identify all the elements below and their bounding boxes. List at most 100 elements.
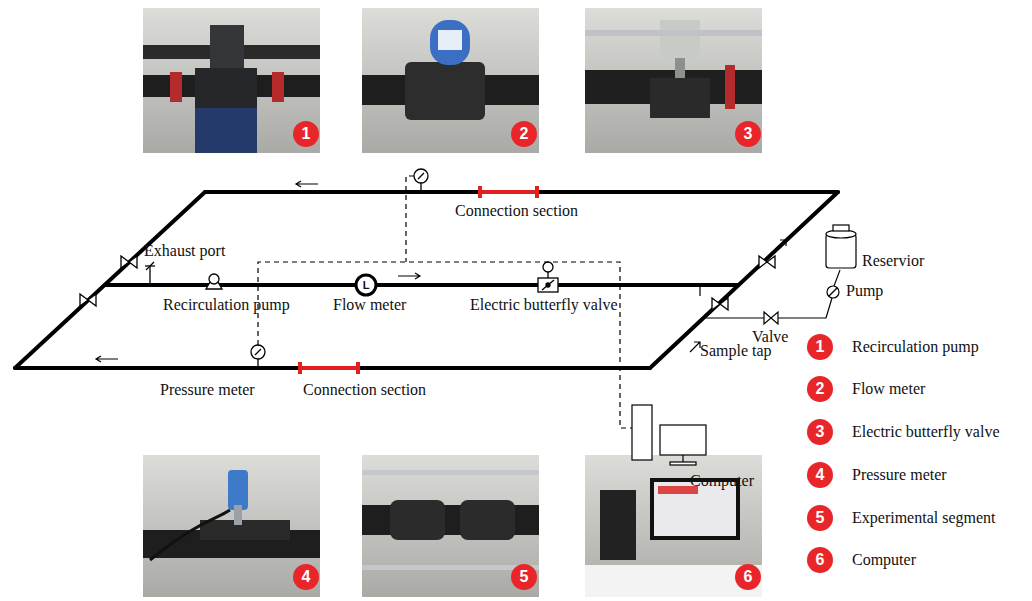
photo-electric-butterfly-valve (660, 20, 700, 60)
photo-flow-meter (362, 8, 539, 153)
symbol-letter: L (363, 279, 370, 291)
flow-arrow (776, 240, 786, 250)
callout-number: 4 (293, 564, 319, 590)
feed-line (834, 270, 840, 286)
part-label: Pressure meter (852, 466, 947, 484)
feed-line (706, 317, 764, 318)
photo-pressure-meter (234, 505, 242, 525)
part-label: Pump (846, 282, 883, 300)
part-label: Recirculation pump (852, 338, 979, 356)
recirculation-pump-symbol (209, 274, 219, 284)
photo-computer (585, 455, 762, 597)
pressure-gauge (251, 345, 265, 359)
manual-valve (759, 256, 775, 268)
signal-wire (406, 176, 414, 262)
photo-pressure-meter (143, 455, 320, 597)
exhaust-port (149, 266, 150, 285)
flow-arrow (398, 273, 420, 279)
photo-recirculation-pump (143, 8, 320, 153)
photo-flow-meter (438, 30, 462, 50)
callout-number: 6 (735, 564, 761, 590)
photo-electric-butterfly-valve (725, 65, 735, 109)
photo-pressure-meter (143, 455, 320, 597)
exhaust-port (145, 262, 155, 285)
computer-icon (670, 462, 696, 465)
photo-pressure-meter (228, 470, 248, 510)
part-label: Reservior (862, 252, 924, 270)
connection-section (300, 366, 358, 370)
photo-flow-meter (362, 8, 539, 153)
photo-computer (600, 490, 636, 560)
part-label: Recirculation pump (163, 296, 290, 314)
photo-recirculation-pump (143, 8, 320, 153)
photo-recirculation-pump (195, 68, 257, 108)
callout-number: 4 (807, 462, 833, 488)
reservoir (826, 234, 856, 268)
photo-experimental-segment (362, 470, 539, 475)
pipe-loop (205, 190, 838, 194)
photo-electric-butterfly-valve (675, 58, 685, 78)
photo-electric-butterfly-valve (650, 78, 710, 118)
callout-number: 2 (807, 376, 833, 402)
part-label: Sample tap (700, 342, 772, 360)
pressure-gauge (257, 359, 258, 368)
butterfly-valve-symbol (538, 278, 558, 292)
feed-pump (827, 286, 839, 298)
part-label: Flow meter (333, 296, 406, 314)
connection-section (298, 362, 302, 374)
pressure-gauge (420, 183, 421, 192)
photo-experimental-segment (362, 455, 539, 597)
callout-number: 2 (511, 121, 537, 147)
part-label: Computer (690, 472, 754, 490)
flow-meter-symbol (356, 275, 376, 295)
butterfly-valve-symbol (542, 280, 554, 290)
part-label: Exhaust port (144, 242, 225, 260)
feed-line (778, 298, 832, 318)
callout-number: 5 (511, 564, 537, 590)
callout-number: 3 (807, 419, 833, 445)
manual-valve (712, 298, 728, 310)
photo-pressure-meter (200, 520, 290, 540)
reservoir (826, 225, 856, 268)
computer-icon (682, 455, 683, 462)
photo-computer (654, 482, 736, 536)
photo-electric-butterfly-valve (585, 30, 762, 36)
flow-arrow (96, 356, 118, 362)
part-label: Pressure meter (160, 381, 255, 399)
signal-wire (258, 262, 632, 428)
photo-recirculation-pump (170, 72, 182, 102)
feed-valve (764, 312, 778, 324)
part-label: Connection section (303, 381, 426, 399)
pipe-loop (15, 366, 650, 370)
manual-valve (121, 256, 137, 268)
callout-number: 1 (807, 334, 833, 360)
feed-line (700, 285, 738, 296)
computer-icon (632, 405, 706, 465)
part-label: Connection section (455, 202, 578, 220)
photo-flow-meter (430, 20, 470, 65)
part-label: Computer (852, 551, 916, 569)
part-label: Electric butterfly valve (470, 296, 617, 314)
pressure-gauge (414, 169, 428, 183)
recirculation-pump-symbol (206, 275, 222, 289)
photo-flow-meter (405, 62, 485, 120)
callout-number: 3 (735, 121, 761, 147)
pressure-gauge (251, 169, 428, 368)
photo-experimental-segment (460, 500, 515, 540)
connection-section (478, 186, 482, 198)
feed-pump (829, 288, 837, 296)
photo-computer (585, 565, 762, 597)
feed-valve (764, 312, 778, 324)
recirculation-pump-symbol (206, 274, 222, 289)
butterfly-valve-symbol (546, 283, 550, 287)
connection-section (480, 190, 537, 194)
signal-wire (258, 176, 632, 428)
butterfly-valve-symbol (547, 272, 548, 278)
callout-number: 6 (807, 547, 833, 573)
photo-experimental-segment (362, 455, 539, 597)
connection-section (356, 362, 360, 374)
butterfly-valve-symbol (543, 262, 553, 272)
pressure-gauge (418, 173, 424, 179)
computer-icon (632, 405, 652, 460)
pipe-loop (650, 192, 838, 368)
